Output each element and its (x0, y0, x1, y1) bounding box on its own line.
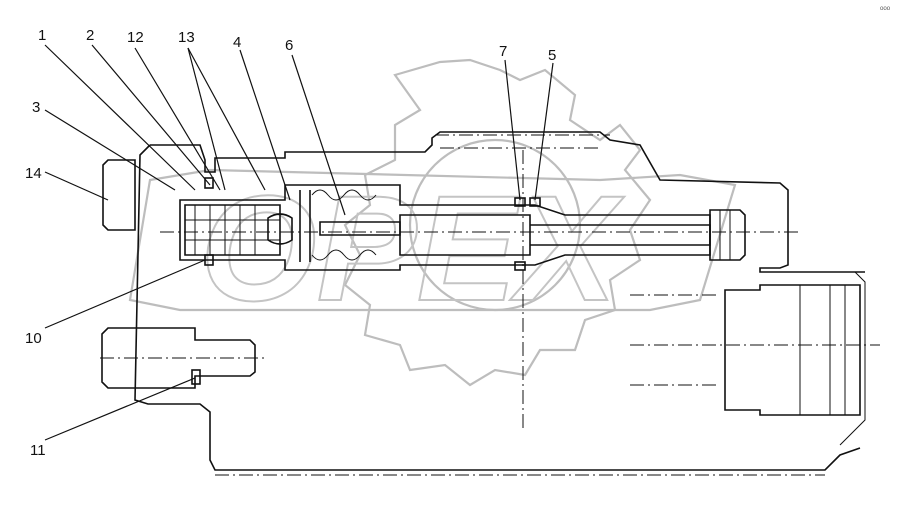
adjuster-cap-part-14 (102, 159, 136, 231)
right-end-plug (630, 284, 880, 416)
callout-13: 13 (178, 29, 195, 46)
plug-part-11 (100, 327, 268, 389)
callout-5: 5 (548, 47, 556, 64)
callout-12: 12 (127, 29, 144, 46)
callout-4: 4 (233, 34, 241, 51)
callout-3: 3 (32, 99, 40, 116)
corner-mark: ᵒᵒᵒ (880, 4, 891, 14)
callout-1: 1 (38, 27, 46, 44)
callout-11: 11 (30, 442, 46, 459)
callout-10: 10 (25, 330, 42, 347)
callout-6: 6 (285, 37, 293, 54)
spool-assembly (160, 177, 800, 271)
valve-housing (134, 131, 866, 476)
watermark-text: OPEX (200, 164, 625, 332)
callout-7: 7 (499, 43, 507, 60)
watermark-gear: OPEX (128, 58, 737, 387)
leader-lines (44, 44, 554, 441)
callout-14: 14 (25, 165, 42, 182)
callout-labels: 1 2 12 13 4 6 7 5 3 14 10 11 (25, 27, 556, 459)
callout-2: 2 (86, 27, 94, 44)
